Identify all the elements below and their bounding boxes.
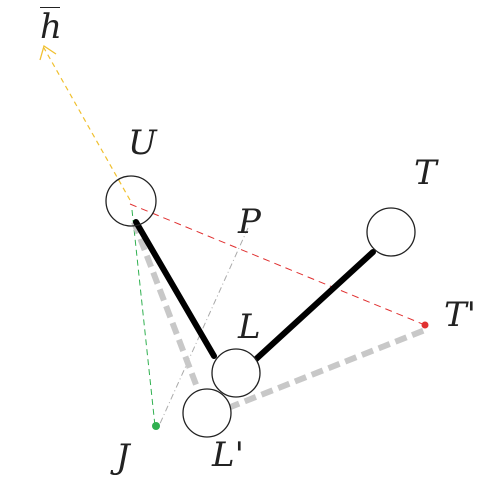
joint-l-prime — [182, 388, 232, 438]
u-to-j-line — [131, 209, 156, 427]
pole-line — [157, 227, 249, 429]
label-h: h — [40, 7, 62, 47]
h-overline — [40, 7, 60, 8]
point-j — [152, 422, 160, 430]
h-vector-arrowhead — [39, 44, 57, 61]
label-j: J — [116, 437, 130, 477]
point-t-prime — [421, 321, 429, 329]
bone-lower — [252, 249, 376, 363]
label-l: L — [238, 307, 261, 347]
label-l-prime: L' — [212, 435, 244, 475]
joint-t — [366, 207, 416, 257]
bone-upper — [133, 219, 217, 359]
label-p: P — [238, 202, 261, 242]
h-vector — [43, 47, 131, 201]
label-t-prime: T' — [444, 295, 477, 335]
joint-l — [211, 348, 261, 398]
label-t: T — [414, 153, 437, 193]
joint-u — [105, 175, 157, 227]
label-u: U — [128, 123, 157, 163]
u-to-t-prime-line — [129, 203, 426, 326]
ghost-bone-upper — [131, 220, 203, 397]
